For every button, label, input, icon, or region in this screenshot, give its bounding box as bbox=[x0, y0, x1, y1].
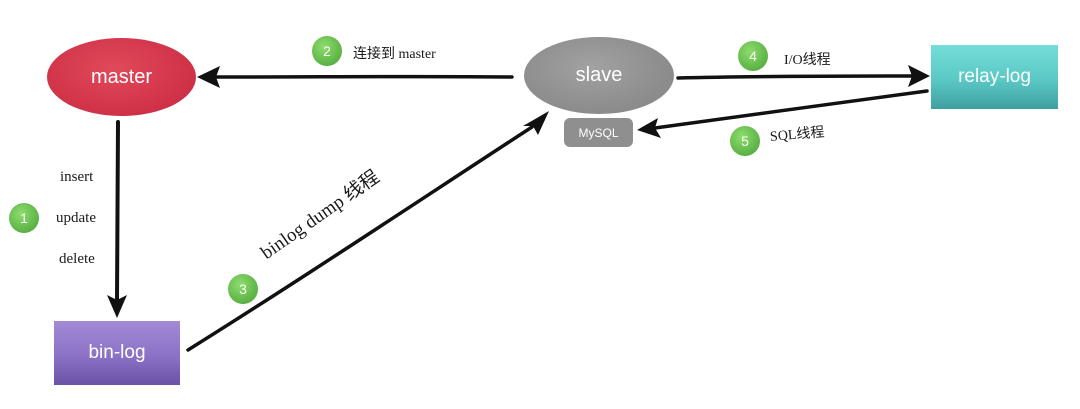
step-1-update-label: update bbox=[56, 210, 96, 226]
arrow-slave-to-relaylog bbox=[676, 74, 914, 80]
arrow-relaylog-to-mysql bbox=[653, 89, 929, 130]
step-2-label: 连接到 master bbox=[353, 47, 436, 62]
arrow-master-to-binlog bbox=[115, 120, 120, 302]
arrowhead-master bbox=[197, 66, 220, 88]
arrowhead-binlog bbox=[107, 295, 127, 318]
step-3-number: 3 bbox=[239, 281, 247, 297]
arrowhead-relaylog bbox=[908, 65, 930, 87]
slave-node: slave bbox=[524, 37, 674, 114]
step-1-badge: 1 bbox=[9, 203, 39, 233]
step-2-badge: 2 bbox=[312, 36, 342, 66]
step-2-number: 2 bbox=[323, 43, 331, 59]
step-5-number: 5 bbox=[741, 133, 749, 149]
slave-label: slave bbox=[575, 64, 623, 86]
step-1-insert-label: insert bbox=[60, 169, 94, 185]
mysql-label: MySQL bbox=[578, 125, 619, 140]
bin-log-label: bin-log bbox=[88, 342, 146, 363]
master-node: master bbox=[47, 38, 196, 116]
relay-log-label: relay-log bbox=[958, 66, 1031, 87]
step-4-number: 4 bbox=[749, 48, 757, 64]
arrowhead-mysql bbox=[637, 118, 661, 138]
arrow-binlog-to-slave bbox=[186, 125, 534, 352]
relay-log-node: relay-log bbox=[931, 45, 1058, 109]
master-label: master bbox=[90, 65, 153, 88]
step-4-badge: 4 bbox=[738, 41, 768, 71]
arrowhead-slave bbox=[523, 111, 549, 135]
step-4-label: I/O线程 bbox=[784, 53, 831, 68]
bin-log-node: bin-log bbox=[54, 321, 180, 385]
step-5-badge: 5 bbox=[730, 126, 760, 156]
step-3-badge: 3 bbox=[228, 274, 258, 304]
step-1-delete-label: delete bbox=[59, 251, 95, 267]
step-1-number: 1 bbox=[20, 210, 28, 226]
mysql-node: MySQL bbox=[564, 118, 633, 147]
